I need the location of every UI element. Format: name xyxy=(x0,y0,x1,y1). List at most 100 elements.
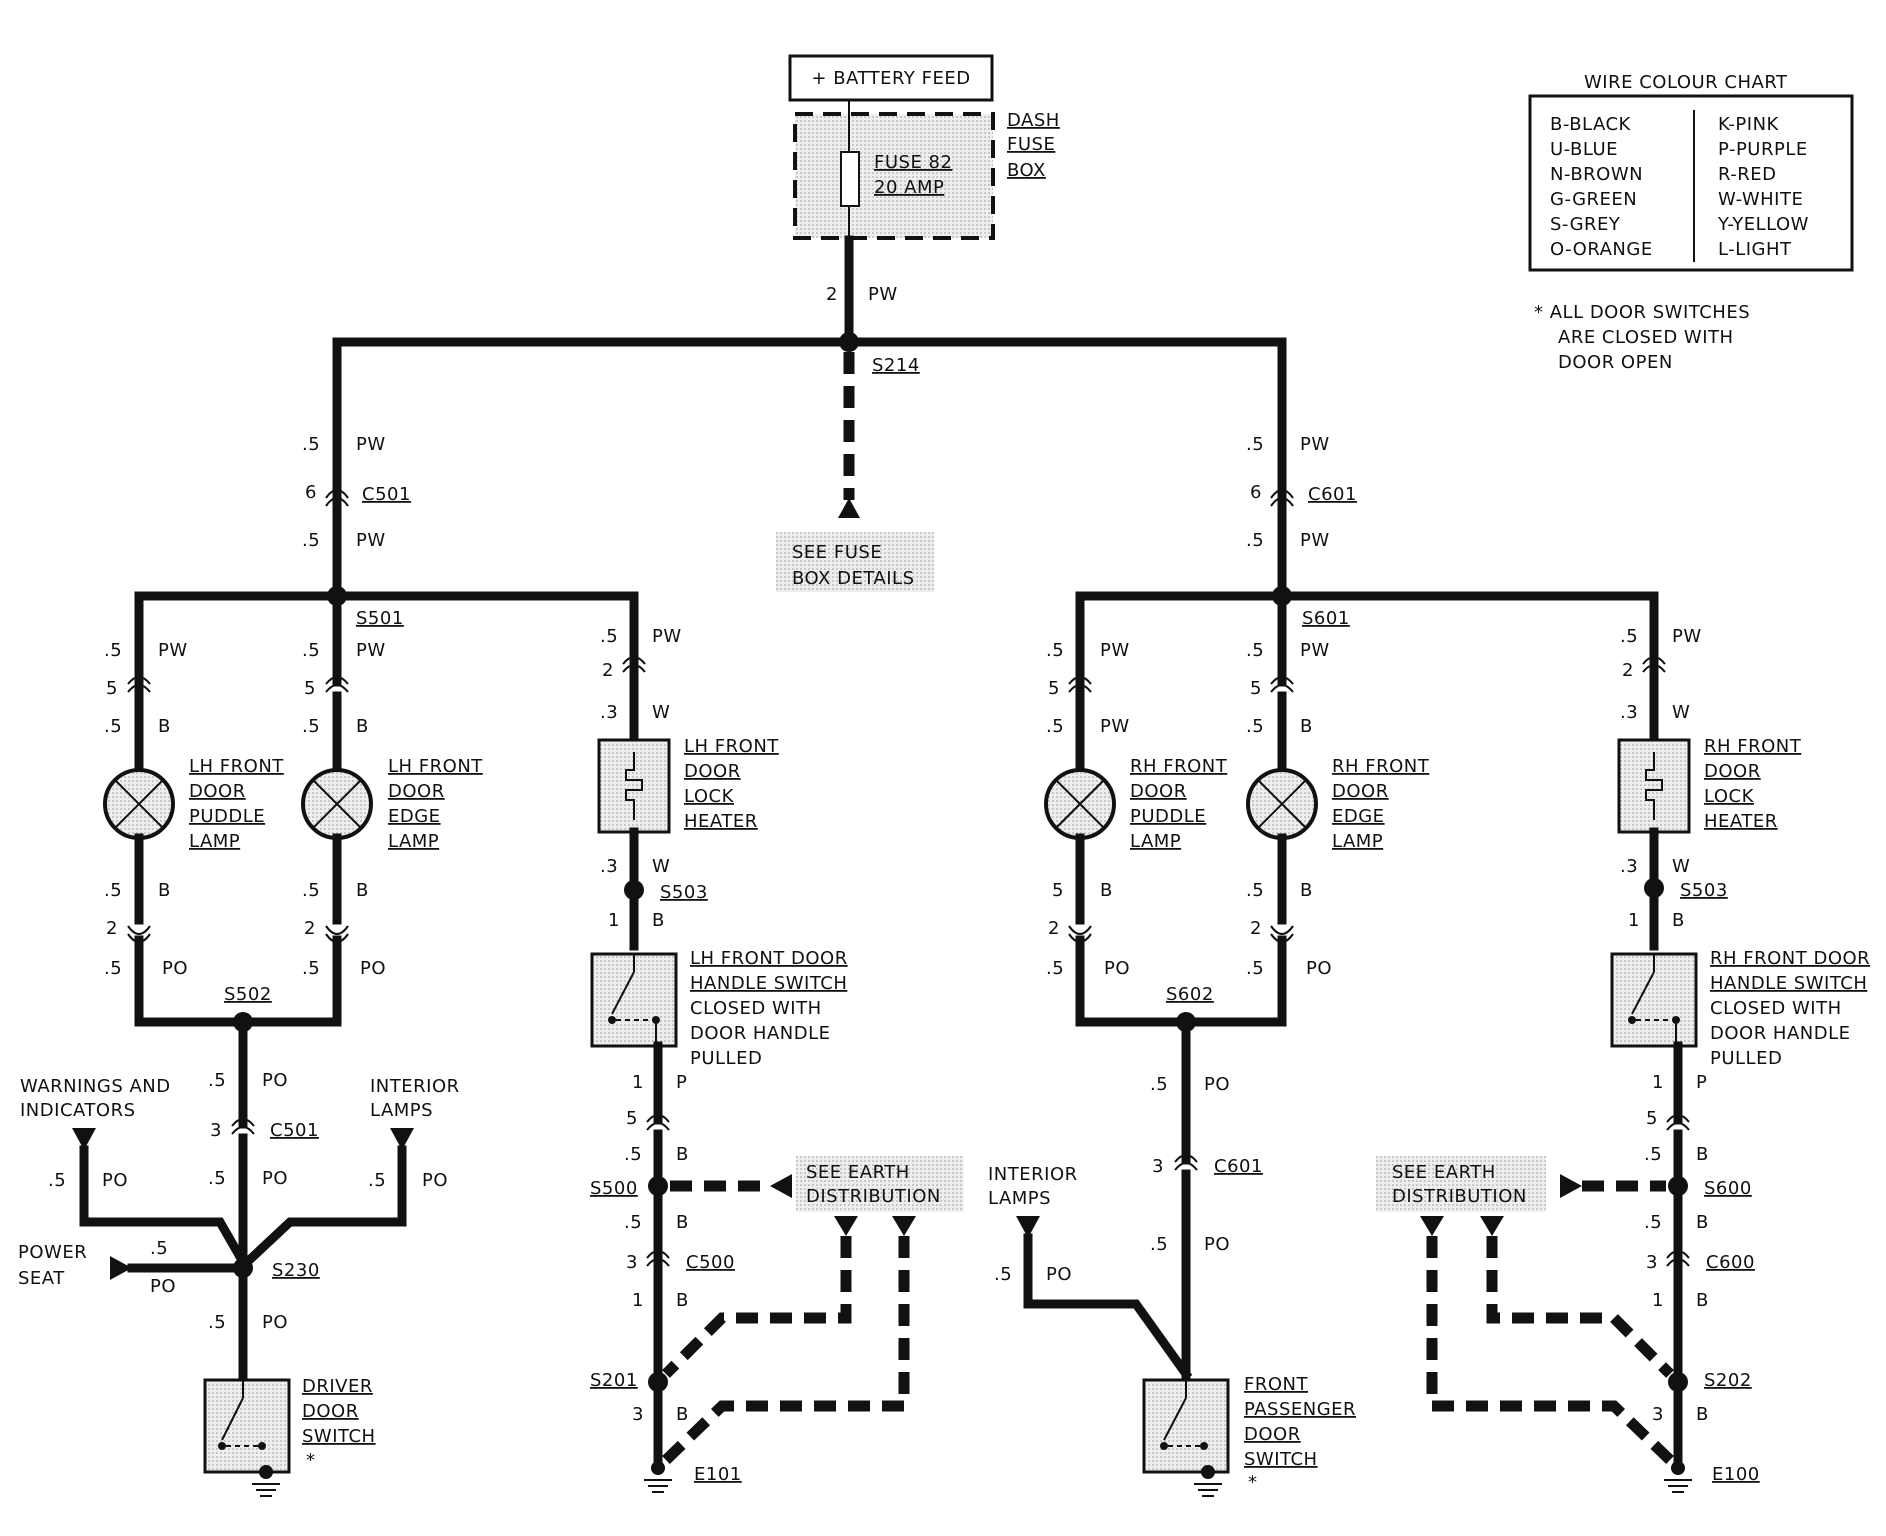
lh-g1: .5 xyxy=(600,626,618,647)
rh-c3: W xyxy=(1672,856,1690,877)
rh-edge-2: DOOR xyxy=(1332,781,1389,802)
rpd-g3: 5 xyxy=(1052,880,1064,901)
battery-feed-box xyxy=(788,54,994,102)
interior-lamps-arrow-icon-left xyxy=(390,1128,414,1150)
s202-c: B xyxy=(1696,1404,1709,1425)
note-line-3: DOOR OPEN xyxy=(1558,352,1673,373)
main-wire-size: 2 xyxy=(826,284,838,305)
rh-edge-1: RH FRONT xyxy=(1332,756,1430,777)
warn-g: .5 xyxy=(48,1170,66,1191)
s602-g: .5 xyxy=(1150,1074,1168,1095)
red-c3: B xyxy=(1300,880,1313,901)
driver-switch-4: * xyxy=(306,1450,316,1471)
rh-puddle-4: LAMP xyxy=(1130,831,1181,852)
cc-left-2: N-BROWN xyxy=(1550,164,1643,185)
lh-heater-4: HEATER xyxy=(684,811,758,832)
int-lamps-r1: INTERIOR xyxy=(988,1164,1078,1185)
rpd-g2: .5 xyxy=(1046,716,1064,737)
rh-handle-2: HANDLE SWITCH xyxy=(1710,973,1867,994)
earth-arrow-icon-l1 xyxy=(834,1216,858,1236)
driver-switch-1: DRIVER xyxy=(302,1376,373,1397)
lh-edge-2: DOOR xyxy=(388,781,445,802)
rpd-pin2: 2 xyxy=(1048,918,1060,939)
splice-s201 xyxy=(648,1372,668,1392)
fuse-label-1: FUSE 82 xyxy=(874,152,952,173)
led-c1: PW xyxy=(356,640,386,661)
lh-puddle-3: PUDDLE xyxy=(189,806,265,827)
rh-edge-3: EDGE xyxy=(1332,806,1385,827)
rh-puddle-1: RH FRONT xyxy=(1130,756,1228,777)
cc-right-4: Y-YELLOW xyxy=(1717,214,1809,235)
lh-handle-5: PULLED xyxy=(690,1048,762,1069)
pass-switch-3: DOOR xyxy=(1244,1424,1301,1445)
c500-pin1: 1 xyxy=(632,1290,644,1311)
lh-edge-3: EDGE xyxy=(388,806,441,827)
rh-heater-3: LOCK xyxy=(1704,786,1755,807)
rh-g1: .5 xyxy=(1620,626,1638,647)
s500-label: S500 xyxy=(590,1178,638,1199)
splice-s230 xyxy=(233,1258,253,1278)
rt-g2: .5 xyxy=(1246,530,1264,551)
intr-g: .5 xyxy=(994,1264,1012,1285)
int-lamps-r2: LAMPS xyxy=(988,1188,1051,1209)
cc-right-5: L-LIGHT xyxy=(1718,239,1792,260)
power-seat-arrow-icon xyxy=(110,1256,132,1280)
connector-c501-top xyxy=(325,489,349,507)
rh-edge-4: LAMP xyxy=(1332,831,1383,852)
int-g: .5 xyxy=(368,1170,386,1191)
rpd-g4: .5 xyxy=(1046,958,1064,979)
ps-g: .5 xyxy=(150,1238,168,1259)
lh-handle-3: CLOSED WITH xyxy=(690,998,822,1019)
lpd-g1: .5 xyxy=(104,640,122,661)
see-earth-right xyxy=(1376,1156,1546,1212)
interior-lamps-arrow-icon-right xyxy=(1016,1216,1040,1238)
note-line-2: ARE CLOSED WITH xyxy=(1558,327,1734,348)
intr-c: PO xyxy=(1046,1264,1072,1285)
lh-edge-1: LH FRONT xyxy=(388,756,483,777)
c600-pin1: 1 xyxy=(1652,1290,1664,1311)
rt-c1: PW xyxy=(1300,434,1330,455)
fuse-details-arrow-icon xyxy=(838,498,860,518)
lh-handle-4: DOOR HANDLE xyxy=(690,1023,831,1044)
s502-label: S502 xyxy=(224,984,272,1005)
rh-heater-1: RH FRONT xyxy=(1704,736,1802,757)
warnings-1: WARNINGS AND xyxy=(20,1076,171,1097)
rh-puddle-lamp-icon xyxy=(1044,768,1116,840)
see-earth-left xyxy=(796,1156,964,1212)
lh-pin2: 2 xyxy=(602,660,614,681)
c600-c: B xyxy=(1696,1290,1709,1311)
rh-c4: B xyxy=(1672,910,1685,931)
lt-pin6: 6 xyxy=(305,482,317,503)
lh-handle-2: HANDLE SWITCH xyxy=(690,973,847,994)
rh-handle-switch-icon xyxy=(1610,952,1698,1048)
driver-switch-3: SWITCH xyxy=(302,1426,376,1447)
s503-left-label: S503 xyxy=(660,882,708,903)
lh-handle-switch-icon xyxy=(590,952,678,1048)
rpd-c1: PW xyxy=(1100,640,1130,661)
c501-bottom-label: C501 xyxy=(270,1120,319,1141)
see-fuse-line-1: SEE FUSE xyxy=(792,542,882,563)
lt-c2: PW xyxy=(356,530,386,551)
e100-label: E100 xyxy=(1712,1464,1760,1485)
pass-switch-5: * xyxy=(1248,1472,1258,1493)
s500-c: B xyxy=(676,1212,689,1233)
lh-heater-1: LH FRONT xyxy=(684,736,779,757)
lt-c1: PW xyxy=(356,434,386,455)
led-c4: PO xyxy=(360,958,386,979)
splice-s214 xyxy=(839,332,859,352)
lh-puddle-4: LAMP xyxy=(189,831,240,852)
s230-c: PO xyxy=(262,1312,288,1333)
s202-label: S202 xyxy=(1704,1370,1752,1391)
rpd-c3: B xyxy=(1100,880,1113,901)
lhs-g2: .5 xyxy=(624,1144,642,1165)
red-pin: 5 xyxy=(1250,678,1262,699)
led-c3: B xyxy=(356,880,369,901)
driver-door-switch-icon xyxy=(203,1378,291,1497)
c501b-g: .5 xyxy=(208,1168,226,1189)
led-g1: .5 xyxy=(302,640,320,661)
warnings-arrow-icon xyxy=(72,1128,96,1150)
led-g3: .5 xyxy=(302,880,320,901)
s201-pin: 3 xyxy=(632,1404,644,1425)
cc-right-2: R-RED xyxy=(1718,164,1777,185)
s602-label: S602 xyxy=(1166,984,1214,1005)
